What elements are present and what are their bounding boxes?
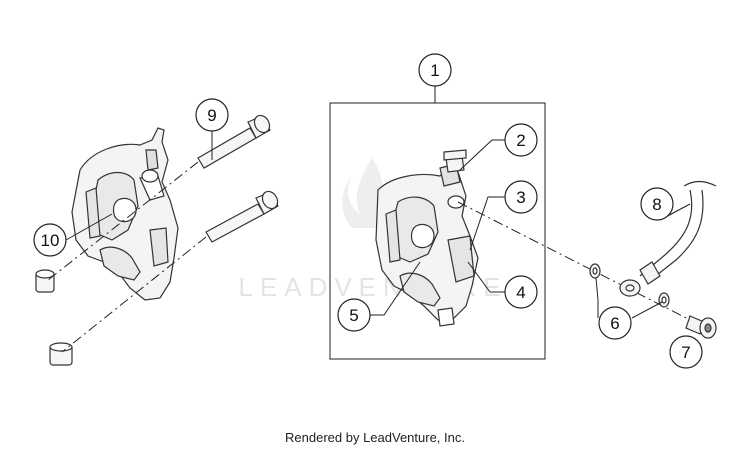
spacer-lower — [49, 342, 73, 366]
callout-2-label: 2 — [516, 131, 525, 150]
callout-4: 4 — [504, 275, 538, 309]
spacer-upper — [35, 269, 55, 293]
callout-6-label: 6 — [610, 314, 619, 333]
callout-1-label: 1 — [430, 61, 439, 80]
callout-9-label: 9 — [207, 106, 216, 125]
bleeder-valve — [443, 149, 467, 173]
washers — [589, 263, 670, 308]
brake-hose — [619, 180, 717, 297]
callout-2: 2 — [504, 123, 538, 157]
callout-8: 8 — [640, 187, 674, 221]
left-caliper — [71, 127, 179, 301]
callout-3-label: 3 — [516, 188, 525, 207]
callout-9: 9 — [195, 98, 229, 132]
callout-5-label: 5 — [349, 306, 358, 325]
axis-line-center — [457, 201, 703, 327]
callout-10-label: 10 — [41, 231, 60, 250]
callout-5: 5 — [337, 298, 371, 332]
callout-7: 7 — [669, 335, 703, 369]
callout-10: 10 — [33, 223, 67, 257]
banjo-bolt — [685, 315, 717, 339]
footer-credit: Rendered by LeadVenture, Inc. — [285, 430, 465, 445]
bolt-lower — [205, 190, 279, 243]
assembly-box — [329, 102, 546, 360]
axis-lines-left — [47, 161, 207, 353]
callout-1: 1 — [418, 53, 452, 87]
callout-8-label: 8 — [652, 195, 661, 214]
callout-7-label: 7 — [681, 343, 690, 362]
leader-lines — [65, 86, 691, 319]
callout-6: 6 — [598, 306, 632, 340]
callout-3: 3 — [504, 180, 538, 214]
callout-4-label: 4 — [516, 283, 525, 302]
